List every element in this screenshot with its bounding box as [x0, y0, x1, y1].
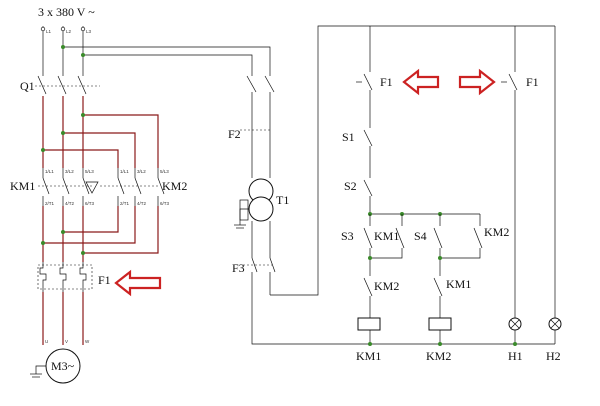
control-feed [270, 25, 370, 296]
power-circuit: L1 L2 L3 Q1 [10, 26, 271, 384]
svg-text:5/L3: 5/L3 [160, 169, 169, 174]
motor: M3~ U V W [30, 339, 90, 384]
svg-text:L3: L3 [86, 29, 92, 34]
svg-text:6/T3: 6/T3 [160, 201, 170, 206]
tap-wire-1 [63, 46, 271, 62]
f2-label: F2 [228, 127, 241, 141]
f1-aux-contact [356, 62, 373, 118]
km2-coil [428, 317, 452, 331]
km1-interlock-label: KM1 [446, 277, 471, 291]
svg-text:3/L2: 3/L2 [137, 169, 146, 174]
power-conductors [42, 96, 159, 345]
s1-label: S1 [342, 130, 355, 144]
load-label-km2: KM2 [426, 349, 451, 363]
q1-label: Q1 [20, 79, 35, 93]
terminal-u: U [45, 339, 48, 344]
f1-overload: F1 [37, 262, 111, 292]
f1-right-label: F1 [526, 75, 539, 89]
km1-power-label: KM1 [10, 179, 35, 193]
f3-fuses [243, 257, 276, 295]
svg-text:2/T1: 2/T1 [120, 201, 130, 206]
f3-label: F3 [232, 261, 245, 275]
s4-start-button [433, 214, 483, 268]
km2-interlock-label: KM2 [374, 279, 399, 293]
s2-label: S2 [344, 179, 357, 193]
s2-stop-button [363, 168, 373, 214]
km2-power-label: KM2 [162, 179, 187, 193]
svg-text:1/L1: 1/L1 [45, 169, 54, 174]
s4-label: S4 [414, 229, 427, 243]
q1-breaker: Q1 [20, 62, 100, 95]
km1-coil [357, 317, 381, 331]
f2-fuses [240, 62, 275, 178]
arrow-right-icon [458, 68, 496, 96]
terminal-w: W [85, 339, 90, 344]
svg-text:4/T2: 4/T2 [137, 201, 147, 206]
svg-text:L1: L1 [46, 29, 52, 34]
h2-lamp [548, 317, 562, 331]
svg-text:6/T3: 6/T3 [85, 201, 95, 206]
svg-text:3/L2: 3/L2 [65, 169, 74, 174]
svg-text:5/L3: 5/L3 [85, 169, 94, 174]
motor-label: M3~ [51, 359, 75, 373]
supply-label: 3 x 380 V ~ [38, 5, 95, 19]
km2-contactor: KM2 [100, 168, 187, 206]
f1-control-label: F1 [380, 75, 393, 89]
svg-text:4/T2: 4/T2 [65, 201, 75, 206]
s3-label: S3 [341, 229, 354, 243]
tap-wire-2 [83, 54, 253, 62]
f1-right-contact [501, 62, 518, 320]
svg-text:L2: L2 [66, 29, 72, 34]
load-label-h2: H2 [546, 349, 561, 363]
km1-interlock [433, 268, 443, 318]
arrow-left-icon [114, 269, 162, 297]
km2-interlock [363, 268, 373, 318]
supply-terminals [40, 26, 86, 62]
arrow-left-icon-2 [402, 68, 440, 96]
control-circuit: F1 F1 S1 S2 S3 KM1 [341, 25, 562, 363]
neutral-bus [251, 286, 555, 345]
load-label-h1: H1 [508, 349, 523, 363]
km2-aux-label: KM2 [484, 225, 509, 239]
svg-text:1/L1: 1/L1 [120, 169, 129, 174]
km1-aux-label: KM1 [374, 229, 399, 243]
h1-lamp [508, 317, 522, 331]
transformer-section: F2 T1 F3 [228, 25, 555, 345]
t1-transformer: T1 [234, 178, 289, 229]
svg-text:2/T1: 2/T1 [45, 201, 55, 206]
t1-label: T1 [276, 193, 289, 207]
s1-stop-button [363, 118, 373, 168]
f1-power-label: F1 [98, 273, 111, 287]
km1-contactor: KM1 [10, 168, 99, 206]
load-label-km1: KM1 [356, 349, 381, 363]
s3-start-button [363, 214, 405, 268]
terminal-v: V [65, 339, 68, 344]
